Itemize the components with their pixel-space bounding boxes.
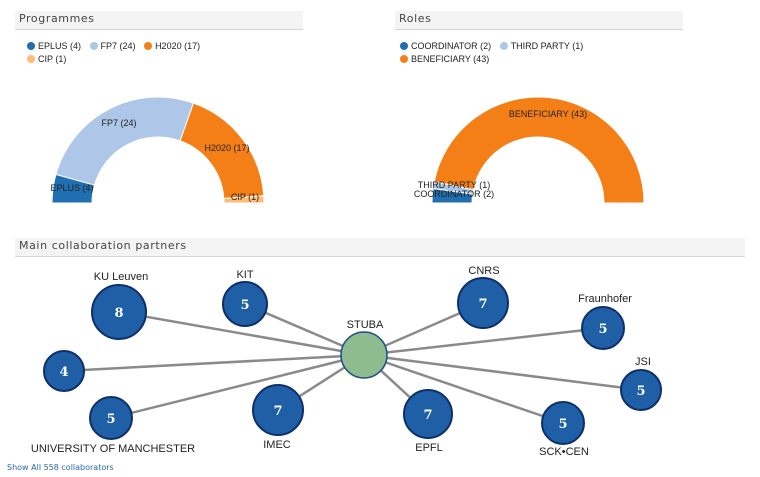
partner-node-count: 5 (240, 298, 249, 313)
partner-node-label: IMEC (263, 439, 291, 451)
legend-swatch (89, 42, 98, 50)
partner-node-label: EPFL (415, 442, 443, 454)
partner-node[interactable] (91, 284, 147, 340)
network-link (110, 353, 365, 420)
partner-node[interactable] (89, 396, 133, 440)
partner-node-count: 7 (273, 404, 282, 419)
partner-node[interactable] (403, 389, 453, 439)
roles-slice-label: BENEFICIARY (43) (509, 109, 587, 119)
partner-node[interactable] (43, 350, 85, 392)
partner-node[interactable] (252, 384, 304, 436)
programmes-title: Programmes (19, 12, 95, 25)
partner-node[interactable] (222, 281, 268, 327)
programmes-slice-label: EPLUS (4) (50, 183, 93, 193)
partner-node-label: Fraunhofer (578, 293, 632, 305)
programmes-slice-label: H2020 (17) (204, 143, 249, 153)
network-link (63, 353, 365, 373)
legend-item-cip[interactable]: CIP (1) (27, 53, 66, 66)
programmes-legend: EPLUS (4) FP7 (24) H2020 (17) CIP (1) (27, 40, 267, 66)
center-node-label: STUBA (347, 319, 384, 331)
roles-slice-label: COORDINATOR (2) (414, 189, 494, 199)
partner-node-label: UNIVERSITY OF MANCHESTER (31, 443, 195, 455)
programmes-slice-cip[interactable] (223, 195, 265, 204)
partner-node-count: 8 (114, 306, 123, 321)
partner-node-count: 5 (106, 412, 115, 427)
partner-node-count: 7 (478, 297, 487, 312)
partner-node[interactable] (620, 369, 662, 411)
legend-item-eplus[interactable]: EPLUS (4) (27, 40, 81, 53)
legend-swatch (400, 55, 408, 63)
programmes-header: Programmes (15, 11, 303, 30)
collaboration-network: 8KU Leuven5KIT7CNRS5Fraunhofer45JSI5UNIV… (31, 265, 662, 458)
partner-node-count: 5 (598, 322, 607, 337)
partner-node-label: CNRS (468, 265, 499, 277)
roles-semi-donut-chart: COORDINATOR (2)THIRD PARTY (1) BENEFICIAR… (414, 96, 645, 204)
partner-node-label: JSI (635, 356, 651, 368)
roles-title: Roles (399, 12, 432, 25)
partners-header: Main collaboration partners (15, 238, 745, 257)
legend-swatch (499, 42, 508, 50)
partner-node-label: SCK•CEN (539, 446, 589, 458)
partner-node-count: 5 (558, 417, 567, 432)
legend-swatch (27, 42, 35, 50)
programmes-slice-label: CIP (1) (231, 192, 259, 202)
legend-swatch (400, 42, 408, 50)
programmes-slice-fp7[interactable] (55, 96, 195, 186)
show-all-collaborators-link[interactable]: Show All 558 collaborators (7, 463, 114, 472)
partner-node-label: KIT (236, 269, 253, 281)
partner-node-count: 5 (636, 384, 645, 399)
legend-item-third-party[interactable]: THIRD PARTY (1) (499, 40, 583, 53)
partner-node-label: KU Leuven (94, 271, 148, 283)
legend-item-h2020[interactable]: H2020 (17) (144, 40, 200, 53)
programmes-semi-donut-chart: EPLUS (4) FP7 (24) H2020 (17) CIP (1) (50, 96, 265, 204)
legend-item-fp7[interactable]: FP7 (24) (89, 40, 136, 53)
legend-swatch (144, 42, 153, 50)
partner-node-count: 4 (59, 365, 68, 380)
center-node[interactable] (340, 331, 388, 379)
roles-legend: COORDINATOR (2) THIRD PARTY (1) BENEFICI… (400, 40, 660, 66)
network-link (363, 353, 564, 425)
partners-title: Main collaboration partners (19, 239, 187, 252)
partner-node[interactable] (541, 401, 585, 445)
partner-node[interactable] (581, 306, 625, 350)
partner-node[interactable] (457, 277, 509, 329)
legend-swatch (27, 55, 35, 63)
network-link (363, 353, 642, 392)
roles-slice-label: THIRD PARTY (1) (418, 180, 491, 190)
legend-item-beneficiary[interactable]: BENEFICIARY (43) (400, 53, 489, 66)
network-link (363, 326, 604, 357)
programmes-slice-label: FP7 (24) (101, 118, 136, 128)
roles-slice-beneficiary[interactable] (433, 96, 645, 204)
legend-item-coordinator[interactable]: COORDINATOR (2) (400, 40, 491, 53)
partner-node-count: 7 (423, 408, 432, 423)
roles-header: Roles (395, 11, 683, 30)
network-link (118, 310, 365, 357)
